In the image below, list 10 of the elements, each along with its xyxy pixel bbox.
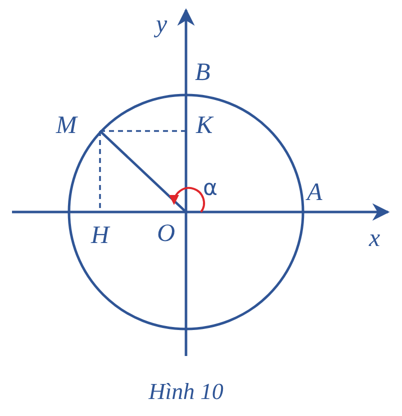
point-label: H (91, 223, 110, 248)
figure-caption: Hình 10 (147, 380, 224, 403)
point-label: O (157, 221, 176, 246)
point-label: A (307, 180, 322, 205)
point-label: M (56, 113, 77, 138)
point-label: B (195, 60, 210, 85)
axis-label: y (156, 12, 168, 37)
angle-label: α (203, 178, 218, 200)
point-label: K (196, 113, 213, 138)
axis-label: x (369, 226, 380, 251)
